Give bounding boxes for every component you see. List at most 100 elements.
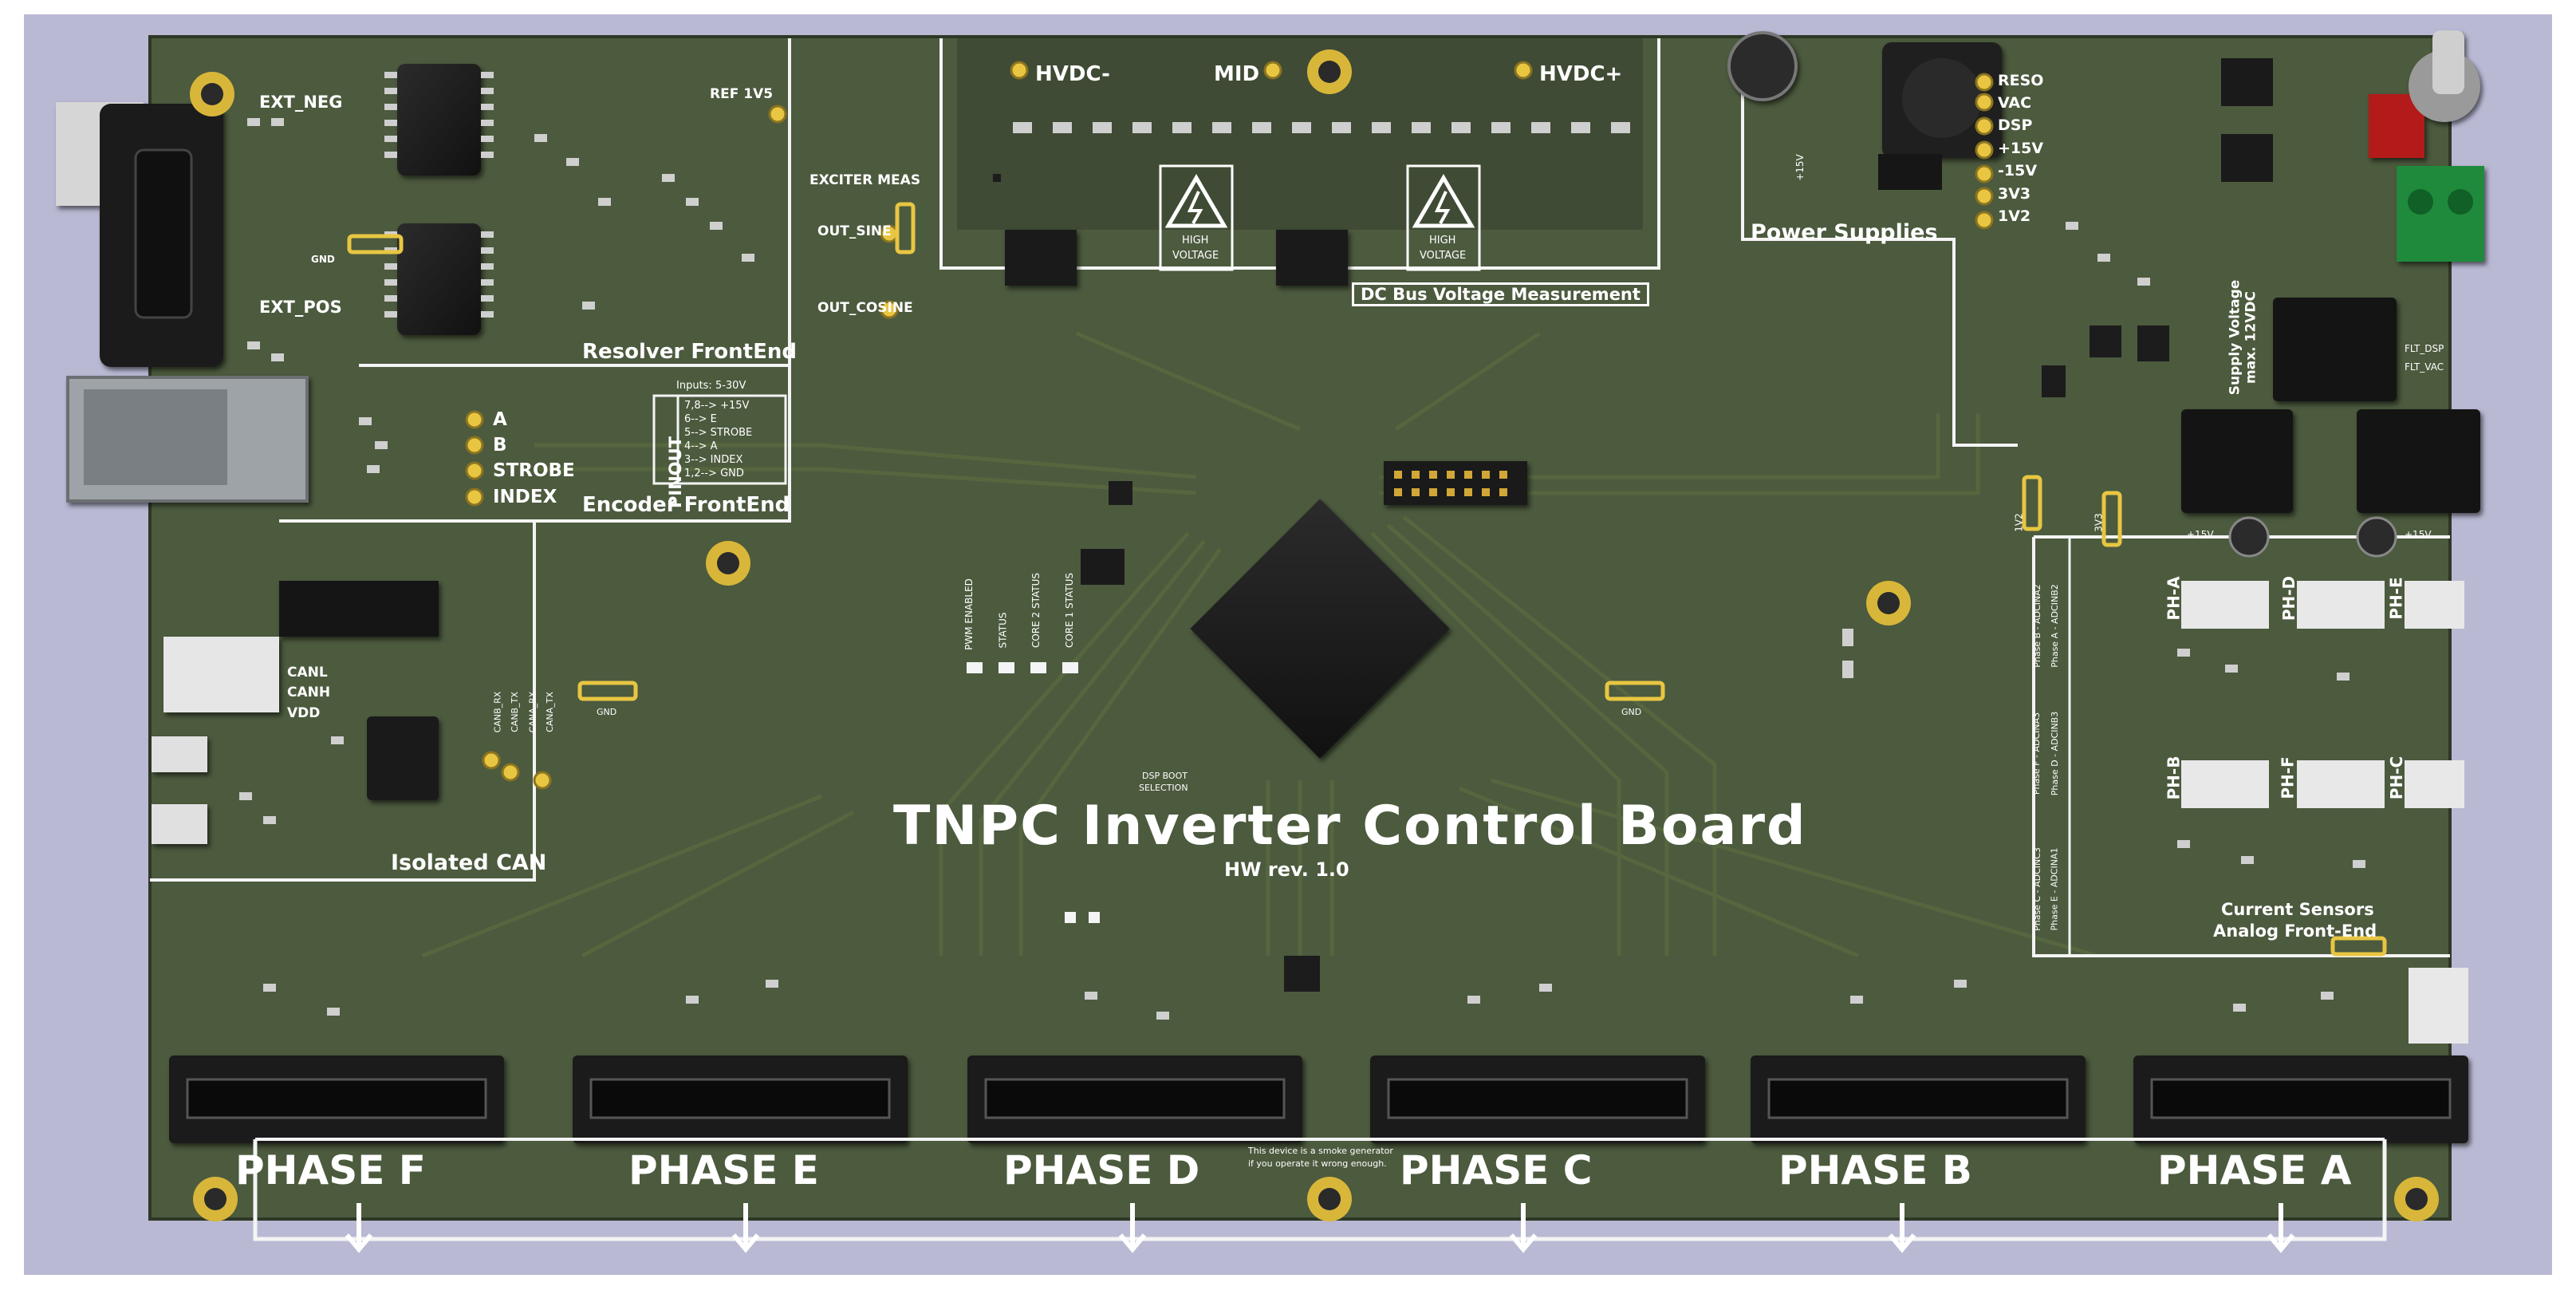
- label-canh: CANH: [287, 685, 331, 700]
- power-parts: [1727, 31, 2273, 190]
- sensor-label-ph-d: PH-D: [2279, 575, 2299, 621]
- label-warn-top-2: HIGH: [1429, 235, 1456, 247]
- supply-voltage-line2: max. 12VDC: [2243, 291, 2259, 384]
- board-title: TNPC Inverter Control Board: [893, 795, 1807, 858]
- phase-connector-slots: [186, 1078, 2452, 1119]
- current-sensor-connectors: [2181, 581, 2468, 1044]
- small-ics: [993, 174, 2169, 992]
- label-gnd-left: GND: [597, 707, 617, 717]
- adc-map-1: Phase B - ADCINA2: [2031, 584, 2042, 668]
- label-cana-rx: CANA_RX: [527, 691, 538, 733]
- pinout-line: 5--> STROBE: [684, 427, 753, 439]
- header-j2: [1384, 461, 1527, 505]
- pinout-line: 6--> E: [684, 413, 717, 425]
- label-flt-vac: FLT_VAC: [2405, 361, 2444, 373]
- phase-label-b: PHASE B: [1778, 1147, 1972, 1194]
- dcbus-parts: [1005, 122, 1630, 286]
- label-canb-tx: CANB_TX: [509, 692, 520, 732]
- led-label-core2: CORE 2 STATUS: [1030, 572, 1042, 649]
- can-connectors: [152, 581, 439, 844]
- supply-voltage: Supply Voltage max. 12VDC: [2227, 280, 2259, 396]
- label-dsp-boot-1: DSP BOOT: [1142, 771, 1188, 781]
- power-frame: [1741, 38, 2018, 447]
- pcb-drawing: [56, 30, 2484, 1253]
- pinout-box: [652, 394, 787, 485]
- section-can: Isolated CAN: [391, 850, 547, 875]
- label-vac: VAC: [1998, 94, 2032, 112]
- adc-map-2: Phase A - ADCINB2: [2049, 584, 2060, 668]
- pinout-line: 4--> A: [684, 440, 718, 452]
- section-encoder: Encoder FrontEnd: [582, 493, 790, 517]
- supply-connectors: [2181, 30, 2484, 513]
- jumpers: [347, 202, 2387, 957]
- label-enc-strobe: STROBE: [493, 460, 575, 481]
- label-p15-right: +15V: [2405, 529, 2432, 540]
- adc-map-4: Phase D - ADCINB3: [2050, 711, 2061, 796]
- pinout-line: 3--> INDEX: [684, 454, 743, 466]
- led-label-pwm: PWM ENABLED: [963, 578, 975, 650]
- rj45-connector: [66, 376, 309, 503]
- pcb-render: TNPC Inverter Control Board HW rev. 1.0 …: [24, 14, 2552, 1275]
- section-resolver: Resolver FrontEnd: [582, 340, 797, 364]
- label-p15: +15V: [1998, 140, 2044, 157]
- label-p15-left: +15V: [2187, 529, 2214, 540]
- adc-map-5: Phase C - ADCINC3: [2031, 847, 2042, 931]
- mounting-holes: [190, 49, 2439, 1221]
- label-reso: RESO: [1998, 72, 2044, 89]
- phase-label-e: PHASE E: [628, 1147, 819, 1194]
- mcu-chip: [1190, 499, 1450, 759]
- led-label-status: STATUS: [997, 612, 1009, 649]
- label-1v2: 1V2: [1998, 207, 2031, 225]
- label-3v3: 3V3: [1998, 185, 2031, 203]
- section-power: Power Supplies: [1751, 220, 1938, 245]
- encoder-frame: [279, 365, 791, 523]
- label-warn-bottom-1: VOLTAGE: [1172, 250, 1219, 262]
- pinout-line: 7,8--> +15V: [684, 400, 750, 412]
- can-frame: [150, 521, 536, 882]
- board-revision: HW rev. 1.0: [1224, 858, 1349, 881]
- label-p15-vert: +15V: [1794, 154, 1806, 181]
- phase-label-c: PHASE C: [1400, 1147, 1593, 1194]
- label-canl: CANL: [287, 665, 328, 681]
- label-m15: -15V: [1998, 162, 2038, 180]
- label-hvdc-pos: HVDC+: [1539, 62, 1623, 86]
- label-gnd-right: GND: [1621, 707, 1642, 717]
- label-vdd: VDD: [287, 705, 321, 721]
- label-dsp-boot-2: SELECTION: [1139, 783, 1188, 793]
- sensor-label-ph-b: PH-B: [2164, 756, 2184, 800]
- label-out-sine: OUT_SINE: [817, 223, 892, 239]
- label-mid: MID: [1214, 62, 1260, 86]
- copper-traces: [422, 331, 2098, 958]
- label-easter-1: This device is a smoke generator: [1248, 1146, 1393, 1156]
- label-out-cosine: OUT_COSINE: [817, 300, 913, 316]
- section-dcbus: DC Bus Voltage Measurement: [1352, 282, 1649, 306]
- phase-label-d: PHASE D: [1003, 1147, 1200, 1194]
- sensor-label-ph-e: PH-E: [2386, 577, 2406, 620]
- label-cana-tx: CANA_TX: [544, 692, 555, 732]
- label-jp-1v2: 1V2: [2013, 513, 2025, 532]
- current-caps: [2228, 516, 2397, 558]
- label-ext-pos: EXT_POS: [259, 298, 342, 317]
- label-enc-a: A: [493, 409, 507, 430]
- section-current-sub: Analog Front-End: [2213, 921, 2377, 941]
- db9-connector: [56, 102, 223, 367]
- resolver-chips: [397, 64, 481, 335]
- test-points: [465, 61, 1994, 790]
- pinout-list: 7,8--> +15V 6--> E 5--> STROBE 4--> A 3-…: [684, 399, 752, 480]
- label-hvdc-neg: HVDC-: [1035, 62, 1110, 86]
- label-exciter: EXCITER MEAS: [809, 172, 921, 188]
- pinout-line: 1,2--> GND: [684, 468, 744, 479]
- led-label-core1: CORE 1 STATUS: [1064, 572, 1076, 649]
- label-ref: REF 1V5: [710, 86, 774, 102]
- silkscreen-text: TNPC Inverter Control Board HW rev. 1.0 …: [24, 14, 2552, 1275]
- label-warn-top-1: HIGH: [1182, 235, 1209, 247]
- sensor-label-ph-f: PH-F: [2278, 756, 2298, 799]
- label-canb-rx: CANB_RX: [492, 691, 503, 733]
- phase-label-f: PHASE F: [235, 1147, 426, 1194]
- adc-map-6: Phase E - ADCINA1: [2049, 847, 2060, 931]
- status-leds: [967, 662, 1100, 923]
- label-dsp: DSP: [1998, 116, 2033, 134]
- section-current: Current Sensors: [2221, 900, 2374, 919]
- label-easter-2: if you operate it wrong enough.: [1248, 1158, 1387, 1169]
- supply-voltage-line1: Supply Voltage: [2227, 279, 2243, 396]
